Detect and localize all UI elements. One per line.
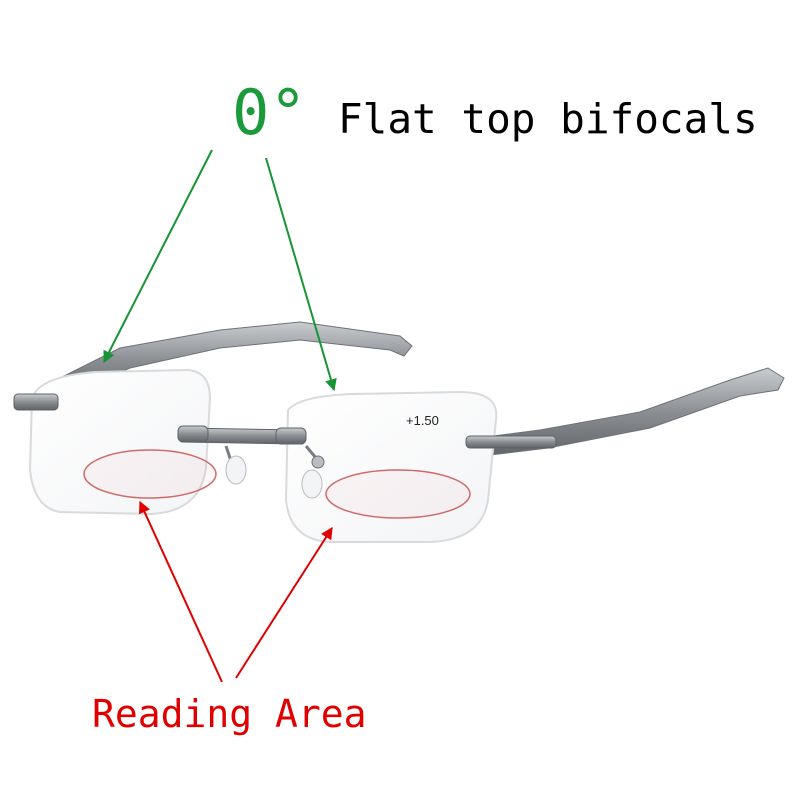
left-lens (28, 368, 212, 516)
red-arrow-icon (139, 500, 223, 683)
lens-power-label: +1.50 (406, 413, 439, 428)
green-arrow-icon (265, 157, 337, 392)
right-lens (284, 390, 498, 543)
product-title: Flat top bifocals (338, 95, 758, 143)
red-arrow-icon (235, 526, 333, 679)
nose-pads (224, 445, 325, 499)
left-hinge (13, 393, 59, 411)
green-arrow-icon (103, 149, 213, 364)
right-hinge (465, 435, 557, 449)
left-reading-zone (83, 449, 217, 499)
angle-label: 0° (232, 76, 307, 149)
reading-area-label: Reading Area (92, 692, 367, 736)
right-reading-zone (325, 469, 471, 519)
